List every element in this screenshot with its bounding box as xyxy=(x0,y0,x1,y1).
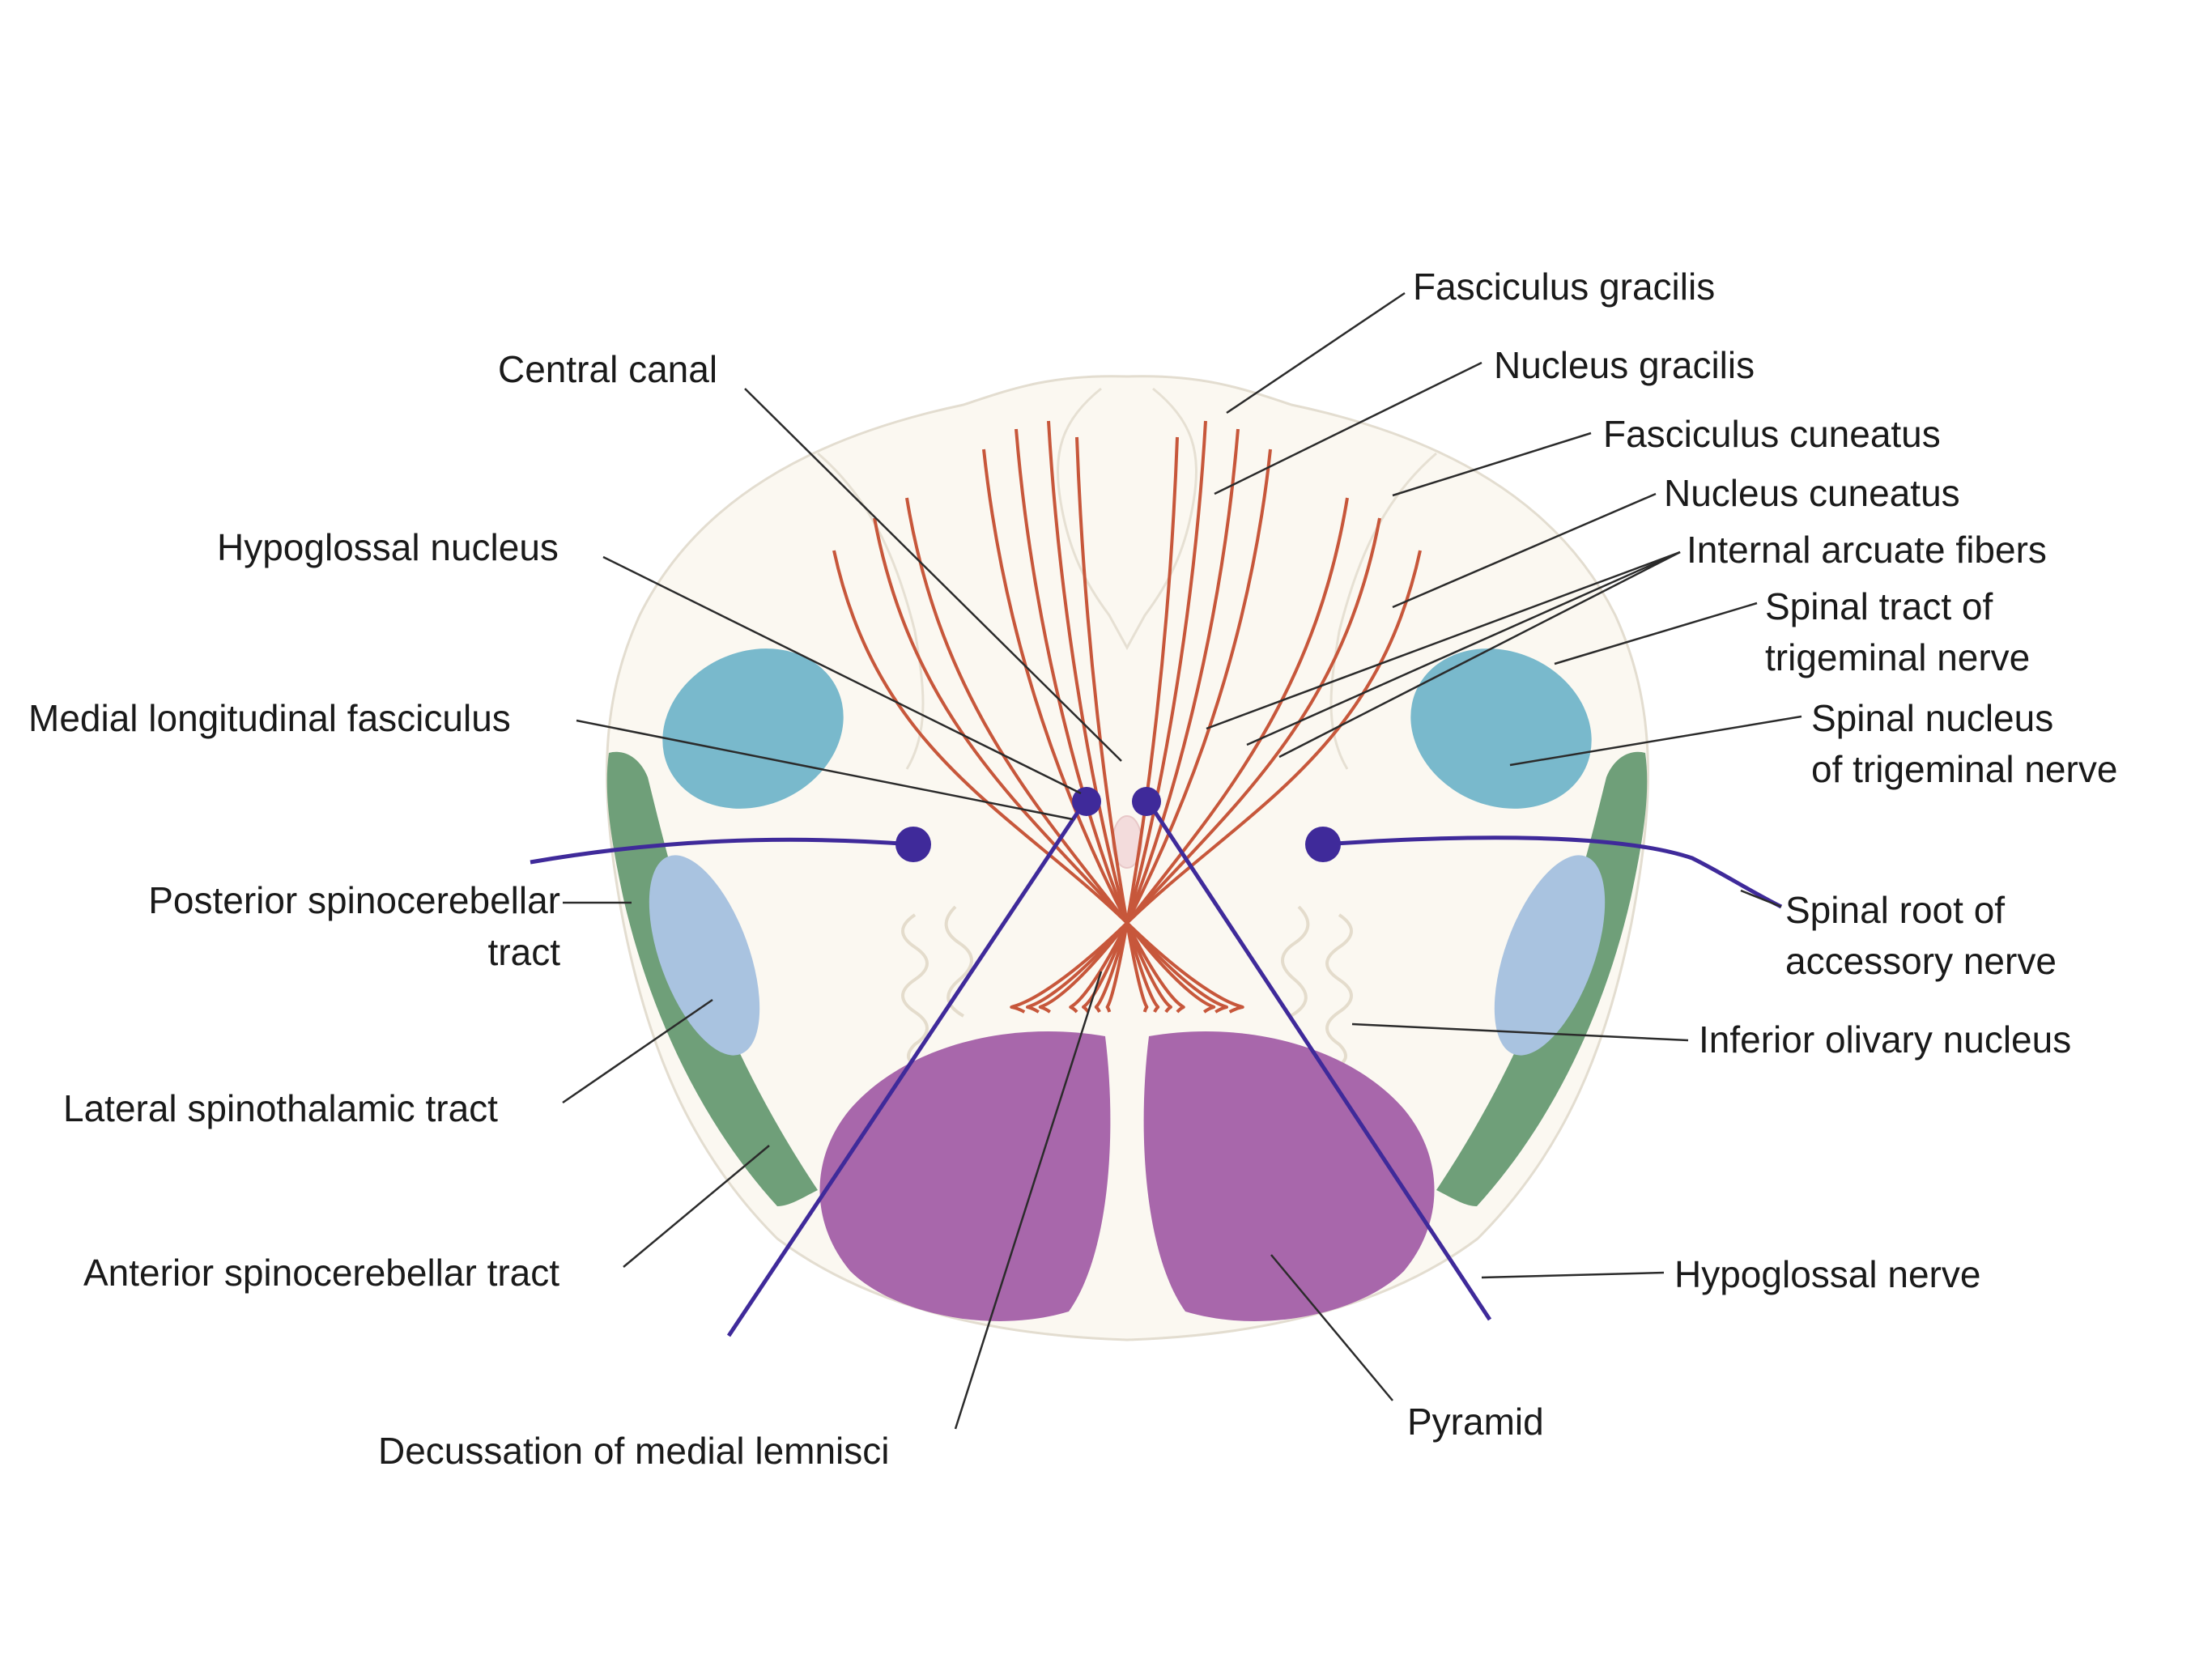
leader-spinal-tract-trigeminal xyxy=(1554,602,1758,665)
leader-hypoglossal-nucleus xyxy=(602,555,1082,795)
leader-internal-arcuate-1 xyxy=(1206,551,1681,730)
label-internal-arcuate-fibers: Internal arcuate fibers xyxy=(1687,529,2047,571)
lateral-spinothalamic-tract-left xyxy=(649,855,760,1056)
label-spinal-tract-trigeminal-line2: trigeminal nerve xyxy=(1765,636,2030,678)
label-hypoglossal-nerve: Hypoglossal nerve xyxy=(1674,1253,1980,1295)
hypoglossal-nerve-right xyxy=(1146,800,1492,1321)
lemniscal-fiber xyxy=(873,517,1228,1014)
lemniscal-fiber xyxy=(1082,428,1240,1014)
label-fasciculus-cuneatus: Fasciculus cuneatus xyxy=(1603,413,1941,455)
leader-fasciculus-cuneatus xyxy=(1392,432,1592,497)
lemniscal-fiber xyxy=(982,449,1185,1014)
spinal-nucleus-trigeminal-left xyxy=(662,648,844,809)
lemniscal-fiber xyxy=(1047,420,1160,1013)
label-spinal-tract-trigeminal-line1: Spinal tract of xyxy=(1765,585,1993,627)
spinal-root-accessory-left xyxy=(530,837,914,865)
accessory-nucleus-right xyxy=(1305,827,1341,862)
lemniscal-fiber xyxy=(832,550,1244,1014)
leader-decussation xyxy=(954,971,1103,1430)
label-inferior-olivary-nucleus: Inferior olivary nucleus xyxy=(1699,1018,2071,1061)
label-spinal-nucleus-trigeminal-line1: Spinal nucleus xyxy=(1811,697,2053,739)
leader-pyramid xyxy=(1270,1254,1393,1401)
leader-spinal-nucleus-trigeminal xyxy=(1509,715,1802,767)
lemniscal-fiber xyxy=(1010,550,1422,1014)
leader-spinal-root-accessory xyxy=(1740,889,1782,908)
grey-matter-contour-right xyxy=(1329,452,1437,770)
grey-matter-contour-left xyxy=(817,452,925,770)
spinal-nucleus-trigeminal-right xyxy=(1410,648,1592,809)
lemniscal-fiber xyxy=(1105,436,1179,1013)
lemniscal-fiber xyxy=(1075,436,1149,1013)
label-posterior-spinocerebellar-line1: Posterior spinocerebellar xyxy=(148,879,560,921)
label-medial-longitudinal-fasciculus: Medial longitudinal fasciculus xyxy=(28,697,511,739)
lateral-spinothalamic-tract-right xyxy=(1494,855,1606,1056)
hypoglossal-nerve-left xyxy=(726,800,1087,1337)
lemniscal-fiber xyxy=(1026,517,1381,1014)
leader-medial-longitudinal-fasciculus xyxy=(576,719,1074,821)
inferior-olivary-nucleus-left xyxy=(901,905,973,1070)
hypoglossal-nucleus-right xyxy=(1132,787,1161,816)
leader-internal-arcuate-3 xyxy=(1278,551,1681,759)
leader-hypoglossal-nerve xyxy=(1481,1271,1665,1279)
lemniscal-fiber xyxy=(1094,420,1207,1013)
leader-anterior-spinocerebellar xyxy=(623,1145,770,1268)
label-posterior-spinocerebellar-line2: tract xyxy=(488,931,561,973)
label-anterior-spinocerebellar-tract: Anterior spinocerebellar tract xyxy=(83,1252,559,1294)
leader-nucleus-gracilis xyxy=(1214,361,1482,495)
internal-arcuate-fibers xyxy=(832,420,1422,1014)
label-spinal-root-accessory-line1: Spinal root of xyxy=(1785,889,2005,931)
hypoglossal-nucleus-left xyxy=(1072,787,1101,816)
label-central-canal: Central canal xyxy=(498,348,717,390)
label-spinal-nucleus-trigeminal-line2: of trigeminal nerve xyxy=(1811,748,2117,790)
leader-internal-arcuate-2 xyxy=(1246,551,1681,746)
label-lateral-spinothalamic-tract: Lateral spinothalamic tract xyxy=(63,1087,498,1129)
leader-inferior-olivary xyxy=(1351,1022,1689,1042)
leader-nucleus-cuneatus xyxy=(1392,492,1657,609)
label-nucleus-cuneatus: Nucleus cuneatus xyxy=(1664,472,1960,514)
label-hypoglossal-nucleus: Hypoglossal nucleus xyxy=(217,526,559,568)
accessory-nucleus-left xyxy=(895,827,931,862)
spinal-root-accessory-right xyxy=(1322,835,1783,909)
label-pyramid: Pyramid xyxy=(1407,1401,1544,1443)
label-spinal-root-accessory-line2: accessory nerve xyxy=(1785,940,2057,982)
leader-central-canal xyxy=(744,388,1122,762)
label-nucleus-gracilis: Nucleus gracilis xyxy=(1494,344,1755,386)
lemniscal-fiber xyxy=(905,497,1216,1014)
lemniscal-fiber xyxy=(1038,497,1349,1014)
lemniscal-fiber xyxy=(1069,449,1272,1014)
inferior-olivary-nucleus-right xyxy=(1281,905,1353,1070)
lemniscal-fiber xyxy=(1015,428,1172,1014)
leader-fasciculus-gracilis xyxy=(1226,291,1406,414)
posterior-median-groove xyxy=(1057,387,1197,651)
leader-lateral-spinothalamic xyxy=(562,998,713,1104)
label-decussation-medial-lemnisci: Decussation of medial lemnisci xyxy=(378,1430,890,1472)
label-fasciculus-gracilis: Fasciculus gracilis xyxy=(1413,266,1715,308)
pyramid-left xyxy=(819,1031,1111,1321)
pyramid-right xyxy=(1143,1031,1435,1321)
leader-lines xyxy=(562,291,1802,1430)
